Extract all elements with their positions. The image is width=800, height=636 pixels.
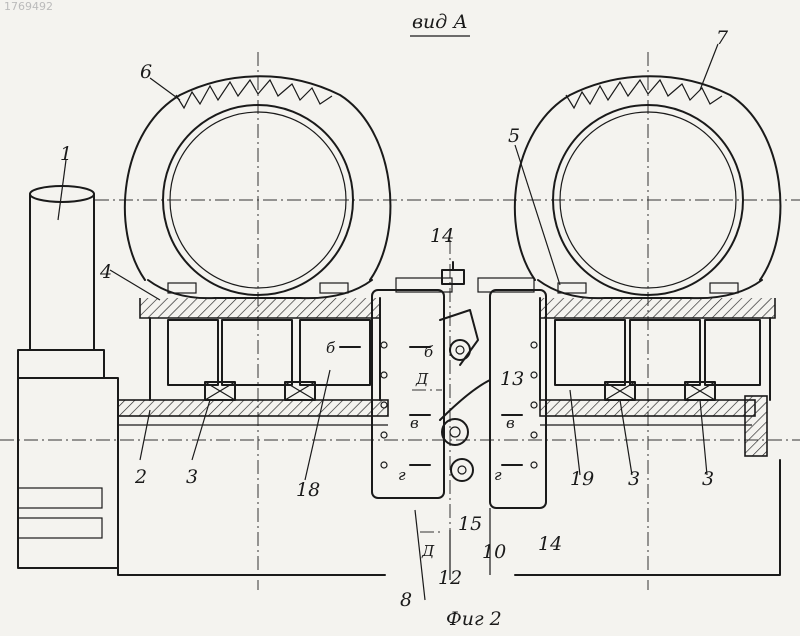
label-10: 10: [482, 541, 506, 563]
label-3a: 3: [186, 466, 198, 488]
view-title: вид А: [412, 11, 468, 33]
section-g-right: г: [494, 466, 502, 484]
label-3c: 3: [702, 468, 714, 490]
section-v-right: в: [506, 414, 515, 432]
label-5: 5: [508, 125, 520, 147]
label-8: 8: [400, 589, 412, 611]
label-18: 18: [296, 479, 320, 501]
doc-number: 1769492: [4, 0, 53, 13]
coupling-assembly: [372, 262, 546, 600]
label-4: 4: [99, 261, 112, 283]
figure-caption: Фиг 2: [446, 608, 502, 630]
label-14b: 14: [538, 533, 562, 555]
label-19: 19: [570, 468, 594, 490]
label-15: 15: [458, 513, 482, 535]
label-3b: 3: [628, 468, 640, 490]
link-8: [372, 290, 444, 498]
label-2: 2: [134, 466, 147, 488]
label-14a: 14: [430, 225, 454, 247]
section-v-left: в: [410, 414, 419, 432]
section-d-bottom: Д: [421, 542, 435, 560]
section-b-left: б: [326, 339, 336, 357]
hub-5: [540, 298, 775, 400]
label-1: 1: [60, 143, 72, 165]
section-b-right: б: [424, 343, 434, 361]
post-1: [18, 186, 118, 568]
section-g-left: г: [398, 466, 406, 484]
label-12: 12: [438, 567, 462, 589]
label-7: 7: [716, 27, 729, 49]
label-6: 6: [140, 61, 152, 83]
label-13: 13: [500, 368, 524, 390]
hub-4: [140, 298, 380, 400]
section-d-top: Д: [415, 370, 429, 388]
